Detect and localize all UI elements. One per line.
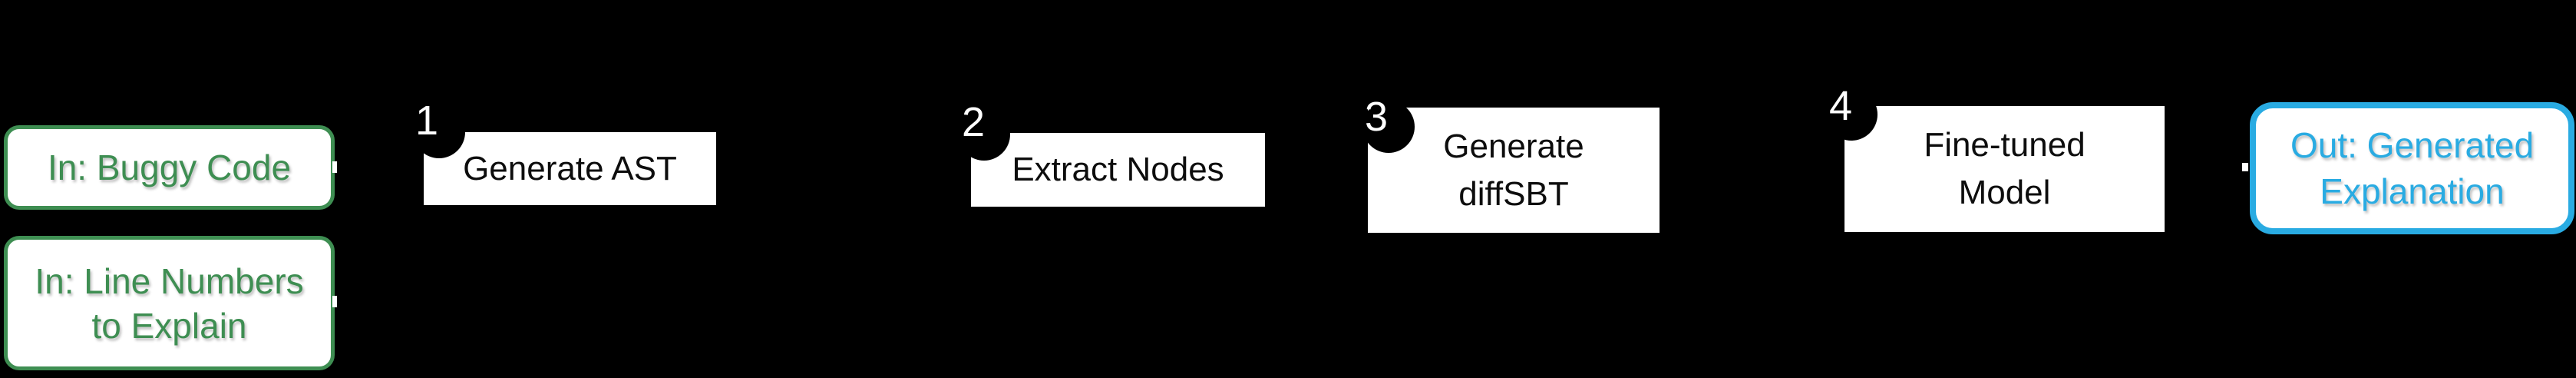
arrow-remnant [332,296,337,307]
input-label-line: In: Buggy Code [47,148,292,187]
output-label-line: Out: Generated [2290,125,2535,165]
step-number: 1 [414,98,439,144]
number-badge-circle [958,108,1010,161]
input-box-line-numbers: In: Line Numbers to Explain [4,236,335,370]
step-box: Generate diffSBT [1368,108,1660,233]
input-label-line: In: Line Numbers [35,260,304,301]
step-label-line: Generate AST [463,149,677,187]
arrow-remnant [332,161,337,173]
step-label-line: Generate [1443,127,1584,165]
step-label-line: Fine-tuned [1924,126,2086,164]
step-3-generate-diffsbt: Generate diffSBT 3 [1362,96,1660,233]
step-number: 4 [1828,83,1853,129]
step-label-line: Extract Nodes [1012,151,1224,188]
step-number: 2 [961,99,986,145]
step-label-line: Model [1958,174,2051,211]
number-badge-circle [413,106,465,158]
step-box: Extract Nodes [971,133,1265,207]
step-2-extract-nodes: Extract Nodes 2 [958,101,1265,207]
step-box: Fine-tuned Model [1844,106,2165,232]
output-box-generated-explanation: Out: Generated Explanation [2250,102,2574,234]
output-label-line: Explanation [2320,171,2505,211]
step-4-fine-tuned-model: Fine-tuned Model 4 [1825,85,2165,232]
arrow-remnant [2242,163,2248,171]
step-1-generate-ast: Generate AST 1 [413,100,716,205]
step-label-line: diffSBT [1458,174,1569,213]
step-number: 3 [1364,94,1389,140]
input-box-buggy-code: In: Buggy Code [4,125,335,210]
number-badge-circle [1362,101,1415,153]
step-box: Generate AST [424,132,716,205]
number-badge-circle [1825,88,1878,141]
input-label-line: to Explain [91,305,247,346]
